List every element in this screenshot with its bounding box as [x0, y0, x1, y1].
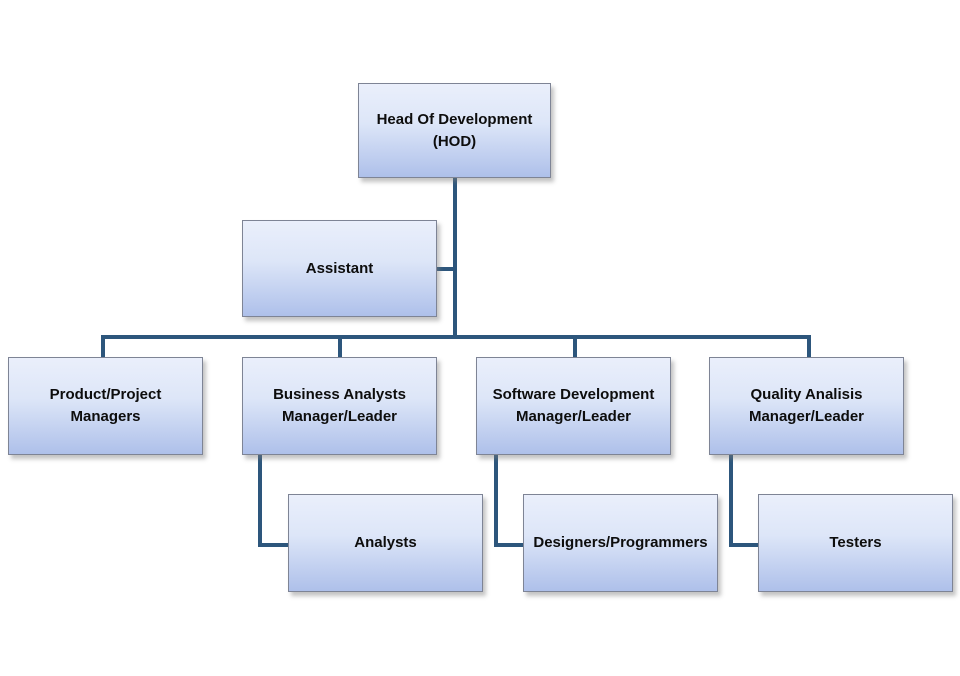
- node-label: Analysts: [354, 534, 417, 552]
- connector-drop-software: [573, 335, 577, 358]
- node-label: Software Development Manager/Leader: [492, 386, 655, 425]
- node-quality-analisis-manager: Quality Analisis Manager/Leader: [709, 357, 904, 455]
- node-business-analysts-manager: Business Analysts Manager/Leader: [242, 357, 437, 455]
- connector-testers-elbow-h: [729, 543, 759, 547]
- node-assistant: Assistant: [242, 220, 437, 317]
- connector-drop-quality: [807, 335, 811, 358]
- connector-hod-vertical: [453, 178, 457, 339]
- node-testers: Testers: [758, 494, 953, 592]
- node-analysts: Analysts: [288, 494, 483, 592]
- connector-drop-product: [101, 335, 105, 358]
- connector-designers-elbow-v: [494, 455, 498, 547]
- node-label: Head Of Development (HOD): [376, 110, 533, 150]
- node-label: Product/Project Managers: [49, 386, 162, 425]
- connector-horizontal-bus: [101, 335, 811, 339]
- connector-designers-elbow-h: [494, 543, 524, 547]
- connector-drop-business: [338, 335, 342, 358]
- connector-testers-elbow-v: [729, 455, 733, 547]
- node-label: Assistant: [305, 259, 374, 277]
- node-software-development-manager: Software Development Manager/Leader: [476, 357, 671, 455]
- connector-analysts-elbow-v: [258, 455, 262, 547]
- node-label: Business Analysts Manager/Leader: [273, 386, 406, 425]
- connector-assistant-stub: [437, 267, 455, 271]
- connector-analysts-elbow-h: [258, 543, 289, 547]
- node-label: Quality Analisis Manager/Leader: [748, 386, 865, 425]
- node-head-of-development: Head Of Development (HOD): [358, 83, 551, 178]
- node-label: Testers: [829, 534, 882, 552]
- node-designers-programmers: Designers/Programmers: [523, 494, 718, 592]
- node-product-project-managers: Product/Project Managers: [8, 357, 203, 455]
- node-label: Designers/Programmers: [533, 534, 708, 552]
